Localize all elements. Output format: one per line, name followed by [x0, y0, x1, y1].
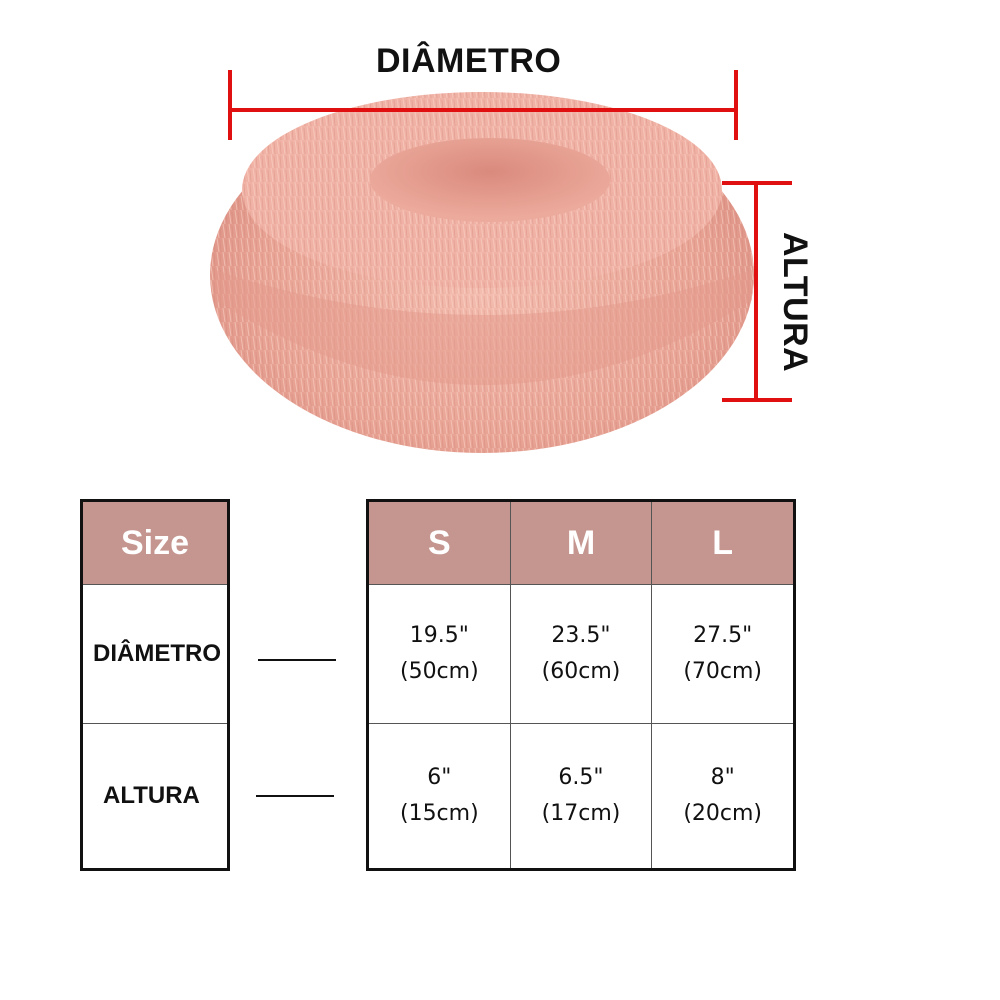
diameter-measure-line: [228, 70, 738, 140]
diameter-cell-l: 27.5" (70cm): [651, 584, 795, 724]
pet-bed-illustration: [210, 70, 792, 453]
diameter-label: DIÂMETRO: [376, 42, 562, 80]
diameter-cell-s: 19.5" (50cm): [367, 584, 511, 724]
height-cell-s: 6" (15cm): [367, 723, 511, 870]
height-m-inches: 6.5": [558, 765, 604, 790]
column-header-l: L: [651, 500, 795, 585]
diameter-m-cm: (60cm): [541, 659, 621, 684]
row-label-diameter: DIÂMETRO: [81, 584, 229, 724]
size-values-table: S M L 19.5" (50cm) 23.5" (60cm) 27.5" (7…: [366, 499, 796, 871]
height-m-cm: (17cm): [541, 801, 621, 826]
height-cell-l: 8" (20cm): [651, 723, 795, 870]
diameter-m-inches: 23.5": [551, 623, 611, 648]
size-header: Size: [81, 500, 229, 585]
height-s-cm: (15cm): [399, 801, 479, 826]
diameter-connector-line: [258, 659, 336, 661]
diameter-l-cm: (70cm): [683, 659, 762, 684]
row-label-height: ALTURA: [81, 723, 229, 870]
height-label: ALTURA: [776, 232, 814, 373]
height-s-inches: 6": [427, 765, 452, 790]
bed-inner-hollow: [370, 138, 610, 222]
size-label-table: Size DIÂMETRO ALTURA: [80, 499, 230, 871]
height-l-cm: (20cm): [683, 801, 762, 826]
diameter-cell-m: 23.5" (60cm): [509, 584, 653, 724]
diameter-l-inches: 27.5": [693, 623, 753, 648]
height-measure-line: [722, 181, 792, 402]
height-cell-m: 6.5" (17cm): [509, 723, 653, 870]
column-header-s: S: [367, 500, 511, 585]
diameter-s-inches: 19.5": [409, 623, 469, 648]
height-l-inches: 8": [710, 765, 735, 790]
height-connector-line: [256, 795, 334, 797]
column-header-m: M: [509, 500, 653, 585]
diameter-s-cm: (50cm): [399, 659, 479, 684]
